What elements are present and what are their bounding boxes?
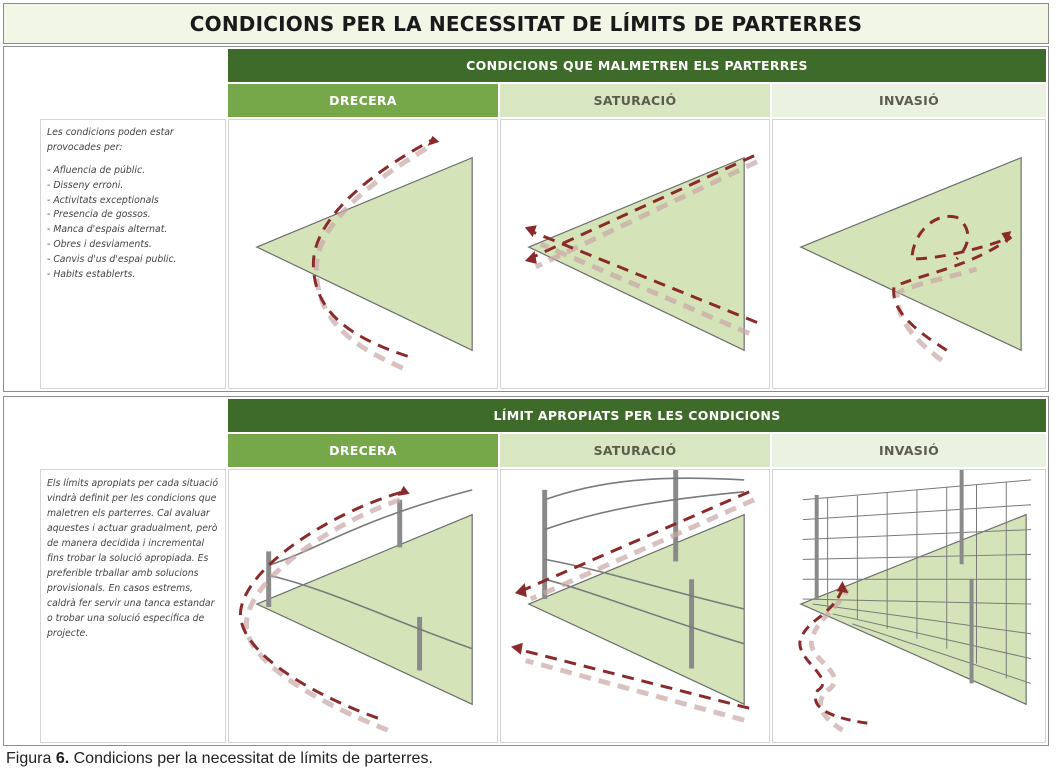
footpath-line (311, 138, 434, 358)
cause-item: Disseny erroni. (47, 179, 219, 194)
arrow-head-icon (510, 642, 523, 655)
footpath-line (530, 229, 758, 324)
limits-band: LÍMIT APROPIATS PER LES CONDICIONS (228, 399, 1046, 432)
cause-item: Afluencia de públic. (47, 164, 219, 179)
figure-caption: Figura 6. Condicions per la necessitat d… (6, 750, 433, 768)
caption-prefix: Figura (6, 750, 52, 767)
column-header-saturacio: SATURACIÓ (500, 84, 770, 117)
illustration-drecera (228, 119, 498, 389)
caption-number: 6. (55, 750, 70, 767)
limit-drecera (228, 469, 498, 743)
lawn-area (255, 156, 473, 352)
column-header-drecera: DRECERA (228, 434, 498, 467)
rail-fence-illustration (239, 485, 473, 733)
shortcut-illustration (255, 135, 473, 371)
column-header-saturacio: SATURACIÓ (500, 434, 770, 467)
path-shadow (525, 658, 745, 723)
figure-title: CONDICIONS PER LA NECESSITAT DE LÍMITS D… (3, 3, 1049, 44)
arrow-head-icon (1001, 231, 1012, 244)
path-shadow (534, 159, 759, 270)
causes-intro: Les condicions poden estar provocades pe… (47, 127, 174, 153)
lawn-area (527, 156, 745, 352)
path-shadow (529, 497, 756, 602)
fence-rail (544, 477, 745, 501)
fence-rail (544, 491, 745, 531)
arrow-head-icon (514, 583, 527, 598)
post-rail-illustration (510, 470, 756, 723)
mesh-grid (802, 479, 1032, 684)
path-shadow (808, 587, 850, 733)
conditions-section: CONDICIONS QUE MALMETREN ELS PARTERRES D… (3, 46, 1049, 392)
footpath-line (239, 490, 404, 720)
arrow-head-icon (427, 135, 440, 146)
limits-description: Els límits apropiats per cada situació v… (40, 469, 226, 743)
cause-item: Activitats exceptionals (47, 194, 219, 209)
path-shadow (313, 145, 429, 371)
path-shadow (894, 266, 978, 363)
limits-section: LÍMIT APROPIATS PER LES CONDICIONS DRECE… (3, 396, 1049, 746)
invasion-illustration (799, 156, 1022, 363)
mesh-fence-illustration (798, 470, 1032, 733)
column-header-drecera: DRECERA (228, 84, 498, 117)
cause-item: Habits establerts. (47, 268, 219, 283)
limit-saturacio (500, 469, 770, 743)
cause-item: Canvis d'us d'espai public. (47, 253, 219, 268)
fence-rail (268, 489, 473, 567)
illustration-saturacio (500, 119, 770, 389)
illustration-invasio (772, 119, 1046, 389)
footpath-line (798, 588, 868, 725)
footpath-line (515, 647, 750, 710)
causes-panel: Les condicions poden estar provocades pe… (40, 119, 226, 389)
fence-rail (544, 558, 745, 610)
arrow-head-icon (836, 581, 849, 594)
fence-rail (268, 574, 473, 650)
column-header-invasio: INVASIÓ (772, 84, 1046, 117)
arrow-head-icon (524, 225, 537, 238)
path-shadow (243, 495, 407, 733)
footpath-line (892, 214, 1013, 352)
caption-text: Condicions per la necessitat de límits d… (73, 750, 433, 767)
footpath-line (520, 490, 750, 593)
arrow-head-icon (524, 251, 537, 264)
column-header-invasio: INVASIÓ (772, 434, 1046, 467)
saturation-illustration (524, 154, 759, 352)
path-shadow (539, 241, 751, 336)
cause-item: Presencia de gossos. (47, 208, 219, 223)
lawn-area (255, 513, 473, 706)
arrow-head-icon (397, 485, 410, 496)
limit-invasio (772, 469, 1046, 743)
cause-item: Manca d'espais alternat. (47, 223, 219, 238)
cause-item: Obres i desviaments. (47, 238, 219, 253)
causes-list: Afluencia de públic. Disseny erroni. Act… (47, 164, 219, 283)
footpath-line (528, 154, 755, 261)
conditions-band: CONDICIONS QUE MALMETREN ELS PARTERRES (228, 49, 1046, 82)
